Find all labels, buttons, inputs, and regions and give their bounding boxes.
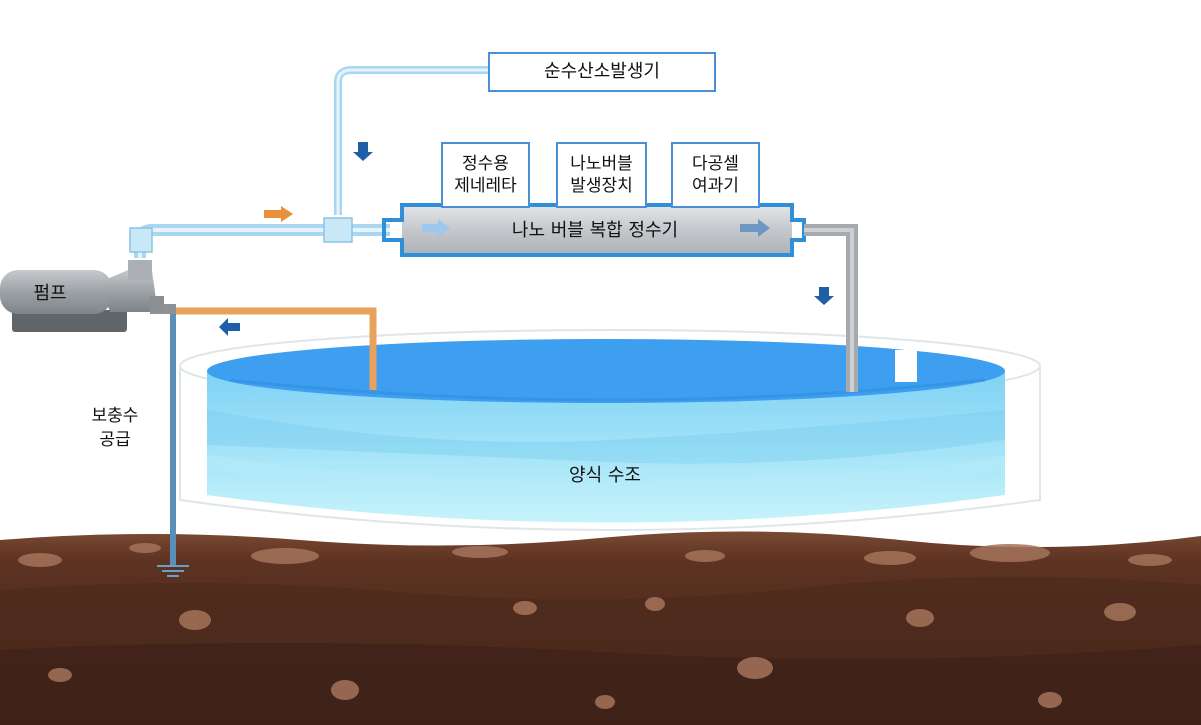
outlet-pipe	[804, 224, 858, 392]
nano-bubble-purifier-unit	[382, 203, 806, 257]
regulator-label-box: 정수용 제네레타	[441, 142, 530, 208]
makeup-water-label-line1: 보충수	[91, 406, 139, 426]
filter-label-line2: 여과기	[692, 176, 739, 196]
regulator-label-line2: 제네레타	[454, 176, 517, 196]
nanobubble-generator-label-box: 나노버블 발생장치	[556, 142, 647, 208]
arrow-down-icon	[353, 142, 373, 161]
pump	[0, 260, 164, 332]
regulator-label-line1: 정수용	[462, 154, 509, 174]
tank-sensor-probe	[895, 350, 917, 382]
arrow-right-icon	[422, 219, 450, 237]
makeup-water-label: 보충수 공급	[70, 404, 160, 452]
arrow-right-icon	[264, 206, 293, 222]
arrow-right-icon	[740, 219, 770, 237]
supply-pipe	[129, 66, 490, 258]
aquaculture-tank	[179, 329, 1041, 531]
pump-label: 펌프	[33, 283, 67, 304]
oxygen-generator-label: 순수산소발생기	[544, 61, 660, 82]
tank-water-surface	[207, 339, 1005, 403]
nanobubble-label-line2: 발생장치	[570, 176, 633, 196]
oxygen-generator-label-box: 순수산소발생기	[488, 52, 716, 92]
arrow-left-icon	[219, 318, 240, 336]
filter-label-line1: 다공셀	[692, 154, 739, 174]
soil-ground	[0, 531, 1201, 725]
nanobubble-label-line1: 나노버블	[570, 154, 633, 174]
arrow-down-icon	[814, 287, 834, 305]
purifier-label: 나노 버블 복합 정수기	[511, 220, 679, 241]
tank-label: 양식 수조	[569, 465, 641, 486]
makeup-water-label-line2: 공급	[99, 430, 131, 450]
ground-symbol-icon	[157, 565, 189, 577]
return-pipe	[176, 307, 377, 390]
filter-label-box: 다공셀 여과기	[671, 142, 760, 208]
